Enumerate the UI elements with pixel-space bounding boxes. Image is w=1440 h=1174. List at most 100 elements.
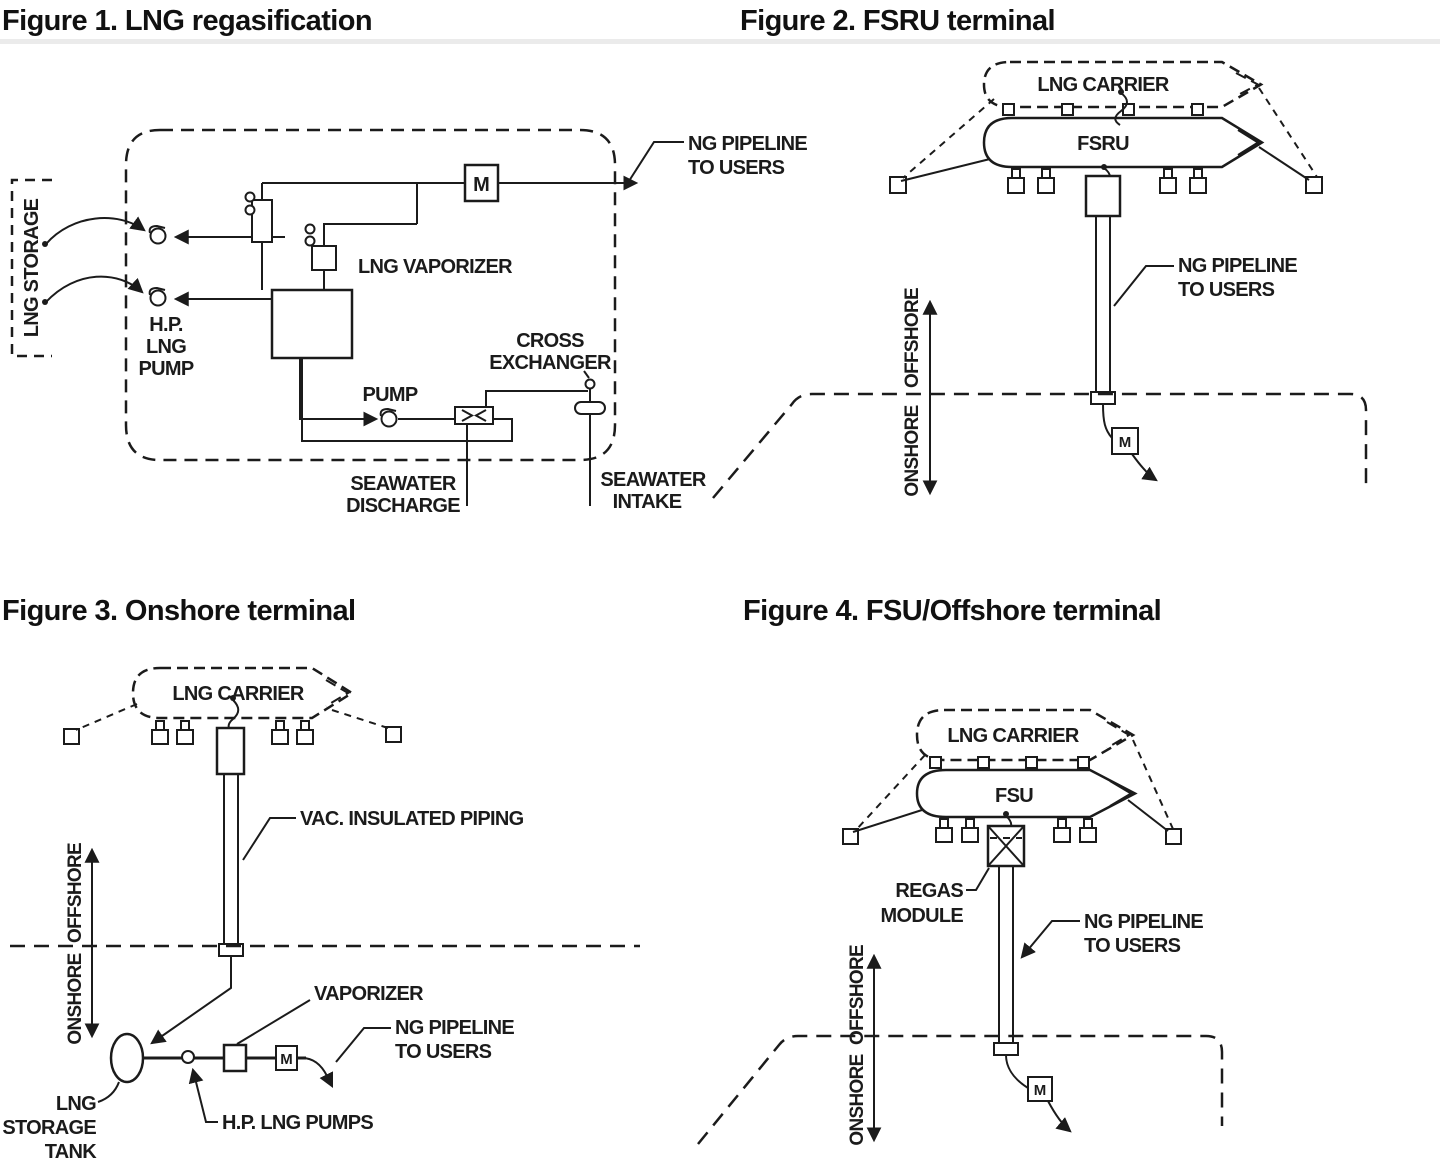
onshore-label: ONSHORE bbox=[847, 1054, 868, 1145]
seawater-intake-label-1: SEAWATER bbox=[600, 469, 706, 491]
meter-box bbox=[463, 163, 500, 203]
vac-insulated-piping-label: VAC. INSULATED PIPING bbox=[300, 808, 524, 830]
seawater-discharge-label-2: DISCHARGE bbox=[346, 495, 460, 517]
fender-icon bbox=[1061, 103, 1074, 116]
meter-label: M bbox=[1034, 1082, 1047, 1099]
hp-lng-pump-icon bbox=[148, 224, 167, 245]
fender-icon bbox=[1025, 756, 1038, 769]
lng-carrier-label: LNG CARRIER bbox=[172, 683, 304, 705]
meter-box bbox=[1027, 1076, 1053, 1102]
pipe bbox=[261, 242, 325, 290]
cross-exchanger-label-1: CROSS bbox=[516, 330, 584, 352]
leader-line bbox=[583, 370, 590, 379]
lng-storage-tank-label-3: TANK bbox=[45, 1141, 98, 1163]
ng-pipeline-label-2: TO USERS bbox=[395, 1041, 492, 1063]
lng-carrier-hull bbox=[915, 708, 1136, 762]
ng-pipeline-label-2: TO USERS bbox=[688, 157, 785, 179]
hp-lng-pump-label-1: H.P. bbox=[149, 314, 183, 336]
fsu-label: FSU bbox=[995, 785, 1033, 807]
leader-line bbox=[1020, 920, 1080, 959]
figure2-fsru-terminal: LNG CARRIER FSRU bbox=[712, 60, 1368, 499]
pipe bbox=[1005, 1054, 1029, 1089]
title-divider bbox=[0, 39, 1440, 44]
cross-exchanger-label-2: EXCHANGER bbox=[489, 352, 612, 374]
shoreline bbox=[697, 1034, 1224, 1145]
meter-label: M bbox=[280, 1051, 293, 1068]
lng-storage-tank-icon bbox=[109, 1032, 145, 1084]
mooring-line bbox=[900, 158, 991, 182]
ng-pipeline-label-1: NG PIPELINE bbox=[395, 1017, 514, 1039]
lng-storage-label: LNG STORAGE bbox=[21, 198, 43, 337]
ng-pipeline-label-1: NG PIPELINE bbox=[688, 133, 807, 155]
figure1-title: Figure 1. LNG regasification bbox=[2, 5, 373, 37]
leader-line bbox=[242, 817, 296, 861]
lng-vaporizer-label: LNG VAPORIZER bbox=[358, 256, 513, 278]
mooring-bollards bbox=[935, 818, 1097, 843]
hp-lng-pump-icon bbox=[181, 1050, 195, 1064]
riser-head bbox=[1084, 174, 1122, 218]
mooring-line bbox=[1258, 87, 1318, 178]
lng-carrier-hull bbox=[131, 666, 355, 720]
mooring-line bbox=[902, 98, 995, 179]
bow-chevron bbox=[1235, 72, 1261, 97]
lng-storage-tank-label-1: LNG bbox=[56, 1093, 96, 1115]
ng-pipeline-label-1: NG PIPELINE bbox=[1084, 911, 1203, 933]
hp-lng-pump-label-2: LNG bbox=[146, 336, 186, 358]
mooring-dolphin bbox=[385, 726, 402, 743]
meter-label: M bbox=[473, 174, 490, 196]
mooring-line bbox=[1258, 146, 1310, 181]
mooring-dolphin bbox=[842, 828, 859, 845]
fender-icon bbox=[1002, 103, 1015, 116]
ng-pipeline-label-2: TO USERS bbox=[1084, 935, 1181, 957]
leader-line bbox=[188, 1067, 218, 1123]
regas-module-label-1: REGAS bbox=[895, 880, 963, 902]
plant-boundary bbox=[124, 128, 617, 462]
mooring-line bbox=[855, 754, 926, 831]
mooring-line bbox=[852, 809, 923, 833]
seawater-intake-label-2: INTAKE bbox=[613, 491, 682, 513]
seawater-discharge-label-1: SEAWATER bbox=[350, 473, 456, 495]
hp-lng-pump-icon bbox=[148, 286, 167, 307]
hose-dot bbox=[1003, 811, 1009, 817]
mooring-line bbox=[1127, 799, 1169, 832]
meter-box bbox=[1111, 427, 1139, 455]
transfer-hose bbox=[1114, 92, 1128, 126]
hp-lng-pump-label-3: PUMP bbox=[139, 358, 194, 380]
lng-storage-tank-label-2: STORAGE bbox=[2, 1117, 96, 1139]
mooring-dolphin bbox=[63, 728, 80, 745]
mooring-dolphin bbox=[1165, 828, 1182, 845]
offshore-label: OFFSHORE bbox=[902, 288, 923, 388]
leader-line bbox=[97, 1081, 120, 1103]
mooring-line bbox=[1132, 739, 1174, 830]
vaporizer-label: VAPORIZER bbox=[314, 983, 424, 1005]
bow-chevron bbox=[1109, 780, 1133, 807]
leader-line bbox=[966, 867, 990, 891]
ng-pipeline-riser bbox=[998, 866, 1014, 1043]
pipe bbox=[1102, 403, 1113, 439]
figure4-title: Figure 4. FSU/Offshore terminal bbox=[743, 595, 1162, 627]
onshore-label: ONSHORE bbox=[65, 953, 86, 1044]
seawater-pump-icon bbox=[379, 407, 398, 428]
valve-icon bbox=[304, 223, 316, 235]
bow-chevron bbox=[1106, 721, 1131, 749]
figure3-title: Figure 3. Onshore terminal bbox=[2, 595, 356, 627]
ng-pipeline-riser bbox=[1095, 216, 1111, 392]
fender-icon bbox=[1077, 756, 1090, 769]
mooring-bollards bbox=[1007, 168, 1207, 194]
bow-chevron bbox=[325, 679, 350, 707]
gas-out-arrow bbox=[1047, 1100, 1072, 1133]
shoreline bbox=[712, 392, 1368, 499]
lng-storage-bracket bbox=[10, 178, 52, 358]
offshore-label: OFFSHORE bbox=[65, 843, 86, 943]
onshore-label: ONSHORE bbox=[902, 405, 923, 496]
mooring-line bbox=[331, 709, 389, 729]
fsru-label: FSRU bbox=[1077, 133, 1129, 155]
ng-pipeline-label-1: NG PIPELINE bbox=[1178, 255, 1297, 277]
recondenser-vessel bbox=[251, 199, 273, 243]
valve-icon bbox=[304, 235, 316, 247]
gas-out-arrow bbox=[1131, 453, 1158, 482]
fsru-hull bbox=[982, 116, 1265, 169]
vaporizer-icon bbox=[222, 1043, 248, 1073]
